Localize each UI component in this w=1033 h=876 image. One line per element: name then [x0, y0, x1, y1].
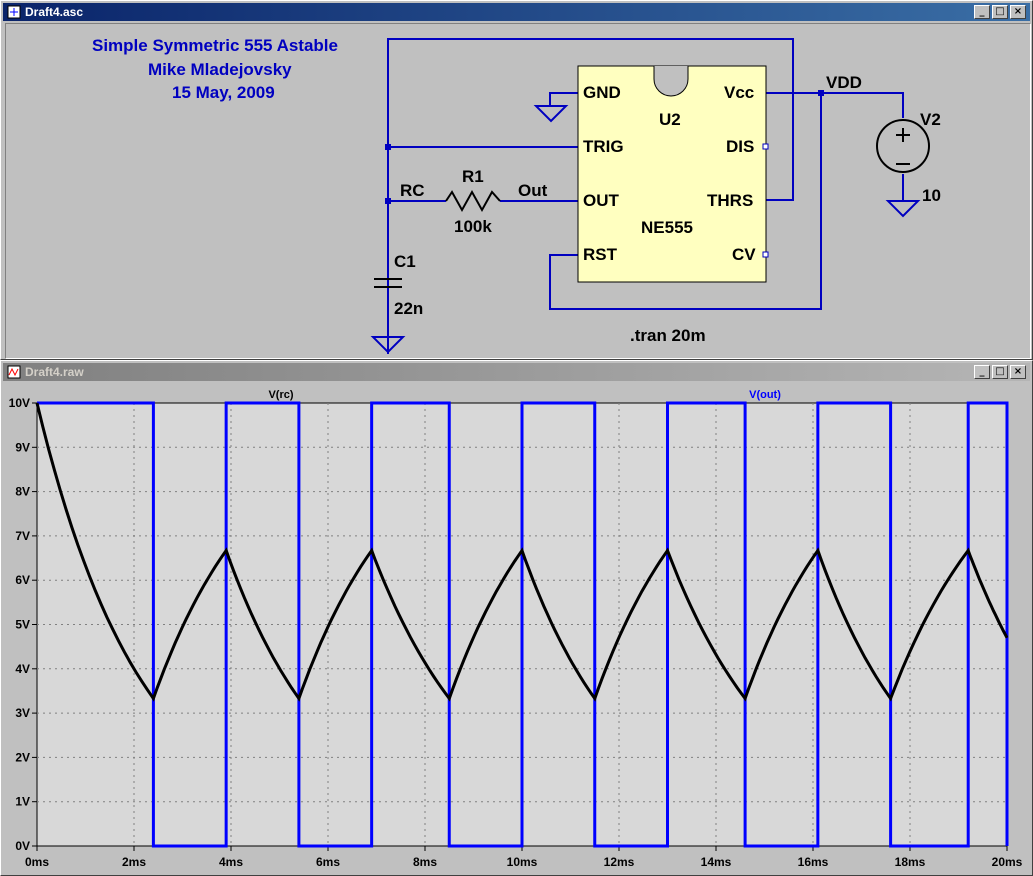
pin-out-label: OUT: [583, 191, 619, 210]
ic-part-name: NE555: [641, 218, 693, 237]
pin-cv-label: CV: [732, 245, 756, 264]
pin-dis-label: DIS: [726, 137, 755, 156]
plot-minimize-button[interactable]: _: [974, 365, 990, 379]
r1-name: R1: [462, 167, 484, 186]
net-out-label: Out: [518, 181, 548, 200]
wire-vdd: [549, 93, 822, 310]
c1-name: C1: [394, 252, 416, 271]
minimize-button[interactable]: _: [974, 5, 990, 19]
ic-refdes: U2: [659, 110, 681, 129]
trace-label-vrc: V(rc): [268, 389, 293, 401]
plot-title: Draft4.raw: [25, 365, 84, 379]
x-tick-label: 2ms: [122, 855, 146, 869]
v2-name: V2: [920, 110, 941, 129]
schematic-titlebar[interactable]: Draft4.asc _ □ ×: [3, 3, 1030, 21]
ic-notch: [653, 66, 689, 97]
pin-gnd-label: GND: [583, 83, 621, 102]
ground-ic: [533, 105, 569, 123]
y-tick-label: 6V: [15, 573, 30, 587]
y-tick-label: 1V: [15, 795, 30, 809]
x-tick-label: 8ms: [413, 855, 437, 869]
schematic-comment-author: Mike Mladejovsky: [148, 60, 292, 79]
schematic-comment-date: 15 May, 2009: [172, 83, 275, 102]
net-rc-label: RC: [400, 181, 425, 200]
y-tick-label: 2V: [15, 750, 30, 764]
schematic-comment-title: Simple Symmetric 555 Astable: [92, 36, 338, 55]
x-tick-label: 18ms: [895, 855, 926, 869]
junction-vdd: [818, 90, 824, 96]
junction-rc: [385, 198, 391, 204]
y-tick-label: 7V: [15, 529, 30, 543]
capacitor-c1: [374, 278, 402, 288]
pin-cv-terminal: [762, 251, 769, 258]
y-tick-label: 3V: [15, 706, 30, 720]
waveform-icon: [7, 365, 21, 379]
plot-titlebar[interactable]: Draft4.raw _ □ ×: [3, 363, 1030, 381]
plot-window: Draft4.raw _ □ × 0ms 2ms 4ms 6ms 8ms 10ms 12ms…: [0, 360, 1033, 876]
close-button[interactable]: ×: [1010, 5, 1026, 19]
plot-close-button[interactable]: ×: [1010, 365, 1026, 379]
y-tick-label: 8V: [15, 485, 30, 499]
trace-vrc: [35, 402, 1009, 702]
x-tick-label: 16ms: [798, 855, 829, 869]
x-tick-label: 0ms: [25, 855, 49, 869]
schematic-icon: [7, 5, 21, 19]
schematic-window: Draft4.asc _ □ ×: [0, 0, 1033, 360]
schematic-title: Draft4.asc: [25, 5, 84, 19]
v2-value: 10: [922, 186, 941, 205]
wire-vcc: [766, 92, 904, 118]
ground-c1: [370, 336, 406, 354]
ground-v2: [885, 200, 921, 218]
c1-value: 22n: [394, 299, 424, 318]
pin-vcc-label: Vcc: [724, 83, 755, 102]
net-vdd-label: VDD: [826, 73, 862, 92]
y-tick-label: 0V: [15, 839, 30, 853]
wire-gnd: [549, 92, 578, 105]
pin-rst-label: RST: [583, 245, 617, 264]
resistor-r1: [445, 189, 501, 213]
schematic-canvas[interactable]: Simple Symmetric 555 Astable Mike Mladej…: [5, 23, 1031, 359]
x-tick-label: 4ms: [219, 855, 243, 869]
x-tick-label: 12ms: [604, 855, 635, 869]
schematic-drawing: [370, 38, 930, 354]
x-tick-label: 10ms: [507, 855, 538, 869]
y-tick-label: 10V: [9, 396, 30, 410]
waveform-plot[interactable]: 0ms 2ms 4ms 6ms 8ms 10ms 12ms 14ms 16ms 18ms 20ms 0…: [3, 381, 1032, 875]
ic-body: [577, 65, 767, 283]
x-tick-label: 14ms: [701, 855, 732, 869]
voltage-source-v2: [876, 119, 930, 173]
pin-trig-label: TRIG: [583, 137, 624, 156]
x-tick-label: 20ms: [992, 855, 1023, 869]
y-tick-label: 5V: [15, 618, 30, 632]
pin-thrs-label: THRS: [707, 191, 754, 210]
r1-value: 100k: [454, 217, 492, 236]
trace-label-vout: V(out): [749, 389, 781, 401]
y-tick-label: 9V: [15, 440, 30, 454]
maximize-button[interactable]: □: [992, 5, 1008, 19]
junction-trig: [385, 144, 391, 150]
x-tick-label: 6ms: [316, 855, 340, 869]
spice-directive[interactable]: .tran 20m: [630, 326, 706, 345]
plot-maximize-button[interactable]: □: [992, 365, 1008, 379]
y-tick-label: 4V: [15, 662, 30, 676]
pin-dis-terminal: [762, 143, 769, 150]
